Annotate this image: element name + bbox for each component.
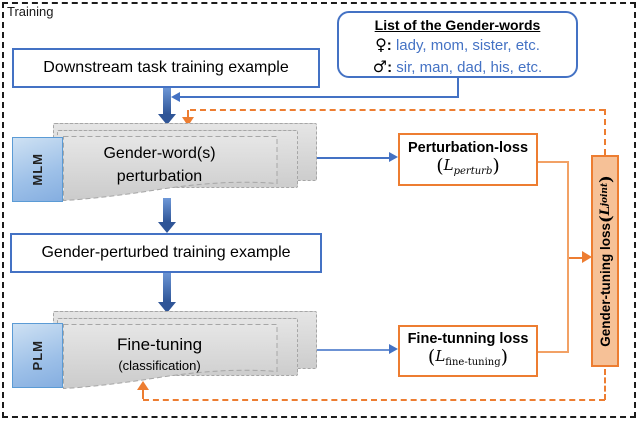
plm-block: PLM bbox=[12, 323, 63, 388]
mlm-stack-text: Gender-word(s) perturbation bbox=[72, 142, 247, 188]
connector-perturbloss-to-joint bbox=[538, 161, 568, 163]
arrowhead-downstream-to-mlm-icon bbox=[158, 114, 176, 125]
feedback-top-right-segment bbox=[604, 109, 606, 155]
male-words: sir, man, dad, his, etc. bbox=[396, 59, 543, 76]
female-symbol-icon: ♀ bbox=[375, 35, 387, 54]
perturb-paren-close: ) bbox=[492, 154, 500, 177]
plm-stack-line1: Fine-tuning bbox=[116, 335, 203, 354]
female-words: lady, mom, sister, etc. bbox=[395, 37, 540, 54]
joint-paren-open: ( bbox=[595, 215, 615, 223]
gender-words-male-row: ♂: sir, man, dad, his, etc. bbox=[339, 56, 576, 78]
gender-perturbed-example-label: Gender-perturbed training example bbox=[41, 244, 291, 261]
connector-mlm-to-perturbloss bbox=[317, 157, 389, 159]
connector-joint-merge-vertical bbox=[567, 161, 569, 353]
perturbation-loss-title: Perturbation-loss bbox=[407, 139, 529, 156]
plm-stack-text: Fine-tuning (classification) bbox=[72, 333, 247, 374]
plm-stack-layer-front bbox=[63, 324, 278, 390]
mlm-stack-line1: Gender-word(s) bbox=[103, 145, 216, 162]
gender-tuning-loss-box bbox=[591, 155, 619, 367]
gender-words-female-row: ♀: lady, mom, sister, etc. bbox=[339, 34, 576, 56]
arrow-mlm-to-perturbed bbox=[163, 198, 171, 222]
arrowhead-mlm-to-perturbed-icon bbox=[158, 222, 176, 233]
perturb-var: L bbox=[443, 155, 454, 174]
plm-stack-line2: (classification) bbox=[118, 358, 201, 373]
connector-plm-to-finetuneloss bbox=[317, 349, 389, 351]
perturbation-loss-box: Perturbation-loss (Lperturb) bbox=[398, 133, 538, 186]
connector-finetuneloss-to-joint bbox=[538, 351, 568, 353]
male-colon: : bbox=[387, 59, 393, 76]
plm-block-label: PLM bbox=[30, 340, 45, 371]
arrowhead-plm-to-finetuneloss-icon bbox=[389, 344, 398, 354]
connector-genderlist-drop bbox=[457, 77, 459, 97]
feedback-bottom-dashed-line bbox=[143, 399, 605, 401]
female-colon: : bbox=[386, 37, 392, 54]
connector-genderlist-horizontal bbox=[180, 96, 459, 98]
training-frame-label: Training bbox=[7, 4, 54, 19]
perturbation-loss-formula: (Lperturb) bbox=[436, 154, 500, 180]
feedback-top-left-segment bbox=[187, 110, 189, 118]
joint-paren-close: ) bbox=[595, 175, 615, 183]
mlm-block-label: MLM bbox=[30, 153, 45, 186]
gender-words-title: List of the Gender-words bbox=[374, 17, 541, 33]
mlm-block: MLM bbox=[12, 137, 63, 202]
gender-words-list-box: List of the Gender-words ♀: lady, mom, s… bbox=[337, 11, 578, 78]
perturb-paren-open: ( bbox=[436, 154, 444, 177]
fine-tuning-loss-box: Fine-tunning loss (Lfine-tuning) bbox=[398, 325, 538, 377]
training-dashed-frame bbox=[2, 2, 636, 418]
gender-perturbed-example-box: Gender-perturbed training example bbox=[10, 233, 322, 273]
arrowhead-feedback-down-icon bbox=[182, 117, 194, 126]
male-symbol-icon: ♂ bbox=[372, 57, 388, 76]
fine-tuning-loss-formula: (Lfine-tuning) bbox=[428, 348, 508, 371]
arrowhead-genderlist-left-icon bbox=[171, 92, 180, 102]
arrowhead-joint-right-icon bbox=[582, 251, 592, 263]
feedback-bottom-right-segment bbox=[604, 369, 606, 400]
arrowhead-perturbed-to-plm-icon bbox=[158, 302, 176, 313]
arrow-perturbed-to-plm bbox=[163, 271, 171, 302]
mlm-stack-layer-front bbox=[63, 136, 278, 202]
downstream-example-label: Downstream task training example bbox=[43, 59, 289, 76]
arrowhead-feedback-up-icon bbox=[137, 381, 149, 390]
perturb-sub: perturb bbox=[453, 165, 493, 177]
joint-var: L bbox=[597, 206, 613, 216]
downstream-example-box: Downstream task training example bbox=[12, 48, 320, 88]
finetune-var: L bbox=[435, 347, 446, 365]
arrowhead-mlm-to-perturbloss-icon bbox=[389, 152, 398, 162]
finetune-paren-open: ( bbox=[427, 346, 436, 368]
feedback-top-dashed-line bbox=[190, 109, 605, 111]
fine-tuning-loss-title: Fine-tunning loss bbox=[407, 331, 529, 347]
feedback-bottom-left-segment bbox=[142, 389, 144, 399]
joint-sub: joint bbox=[600, 182, 610, 207]
arrow-downstream-to-mlm bbox=[163, 87, 171, 114]
mlm-stack-line2: perturbation bbox=[116, 168, 203, 185]
joint-loss-title: Gender-tuning loss bbox=[597, 222, 613, 347]
finetune-sub: fine-tuning bbox=[445, 357, 501, 368]
finetune-paren-close: ) bbox=[500, 346, 509, 368]
connector-joint-arrow-line bbox=[569, 257, 583, 259]
